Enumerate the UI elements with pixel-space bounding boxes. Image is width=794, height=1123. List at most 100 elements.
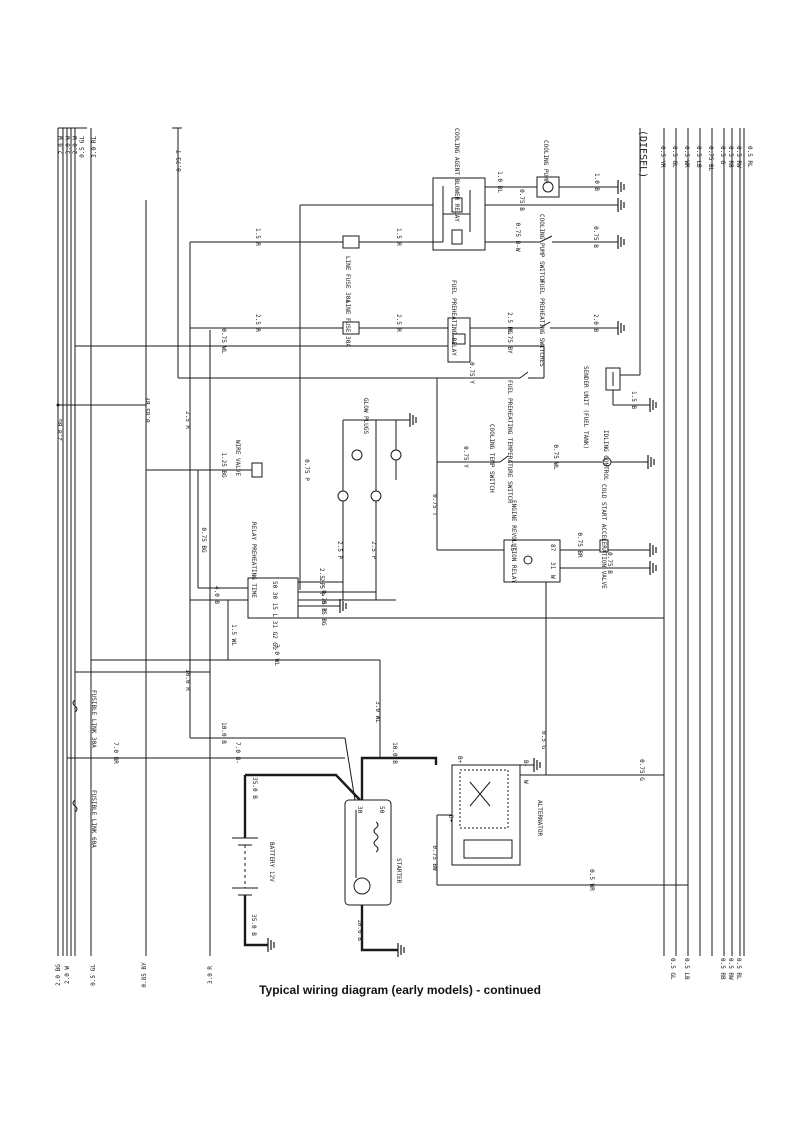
- fuel-switches-label: FUEL PREHEATING SWITCHES: [538, 280, 545, 367]
- left-bus-label: 0.5 GL: [90, 964, 97, 986]
- right-bus-label: 0.5 RB: [727, 146, 734, 168]
- sender-unit-label: SENDER UNIT (FUEL TANK): [582, 366, 589, 449]
- left-bus-label: 2.0 W: [64, 966, 71, 984]
- wire-label: 3.0 WL: [273, 644, 280, 666]
- starter-terminal: 30: [356, 806, 363, 814]
- right-bus-label: 0.5 YR: [659, 146, 666, 168]
- starter-label: STARTER: [395, 858, 402, 884]
- left-bus-label: 2.0 BG: [55, 964, 62, 986]
- wire-label: 1.5 R: [395, 228, 402, 246]
- fusible-60-label: FUSIBLE LINK 60A: [90, 790, 97, 848]
- wire-label: 7.0 BR: [112, 742, 119, 764]
- fuel-temp-switch-label: FUEL PREHEATING TEMPERATURE SWITCH: [506, 380, 513, 503]
- cooling-temp-switch-label: COOLING TEMP SWITCH: [488, 424, 495, 493]
- wire-label: 2.5 R: [395, 314, 402, 332]
- caption-text: Typical wiring diagram (early models) - …: [259, 983, 541, 997]
- relay-preheating-time: RELAY PREHEATING TIME 50 30 15 L 31 G2 G…: [247, 522, 299, 650]
- fuel-relay-label: FUEL PREHEATING RELAY: [450, 280, 457, 356]
- right-bus-label: 0.5 RW: [727, 958, 734, 980]
- fusible-link-30a: FUSIBLE LINK 30A: [72, 690, 97, 748]
- idling-control-label: IDLING CONTROL: [602, 430, 609, 481]
- wire-label: 0.75 Y: [468, 362, 475, 384]
- right-bus-label: 0.5 RL: [746, 146, 753, 168]
- relay-preheat-label: RELAY PREHEATING TIME: [250, 522, 257, 598]
- wire-label: 2.5 P: [370, 541, 377, 559]
- wire-label: 0.75 B-W: [514, 223, 521, 252]
- cooling-agent-blower-relay: COOLING AGENT BLOWER RELAY: [432, 128, 486, 251]
- line-fuse-label: LINE FUSE 30A: [344, 256, 351, 303]
- sender-unit: SENDER UNIT (FUEL TANK): [582, 366, 621, 449]
- relay-pins: 50 30 15 L 31 G2 G1: [271, 581, 278, 650]
- cooling-pump-label: COOLING PUMP: [542, 140, 549, 184]
- wire-label: 10.0 B: [391, 742, 398, 764]
- left-bus-bottom-labels: 2.0 BG 2.0 W 0.5 GL: [55, 964, 97, 986]
- left-bus-top-labels: 2.0 W 3.0 W 2.0 W 0.5 GL 3.0 RL: [58, 136, 98, 158]
- wire-label: 0.75 BY: [506, 328, 513, 354]
- terminal-label: 31: [549, 562, 556, 570]
- left-bus-label: 3.0 RL: [91, 136, 98, 158]
- wire-label: 0.75 T: [431, 494, 438, 516]
- wire-label-085by: 0.85 BY: [141, 962, 148, 988]
- wire-label: 0.75 B: [592, 226, 599, 248]
- terminal-label: W: [549, 575, 556, 579]
- line-fuse-label: LINE FUSE 30A: [344, 300, 351, 347]
- right-bus-label: 0.75 BL: [707, 146, 714, 172]
- wire-label: 0.75 Y: [462, 446, 469, 468]
- wire-label: 0.75 B: [320, 590, 327, 612]
- alternator: B+ D+ W B- ALTERNATOR: [447, 756, 543, 866]
- wire-label: 1.0 B: [593, 173, 600, 191]
- left-bus: [57, 127, 92, 956]
- wire-label: 0.75 BR: [576, 532, 583, 558]
- wire-valve-label: WIRE VALVE: [234, 440, 241, 477]
- right-bus-top-labels: 0.5 YR 0.5 GL 0.5 WR 0.5 LB 0.75 BL 0.5 …: [659, 146, 753, 172]
- starter: 30 50 STARTER: [344, 799, 402, 906]
- wire-label: 3.0 WL: [374, 701, 381, 723]
- right-bus-label: 0.5 LB: [695, 146, 702, 168]
- wire-label: 0.75 BW: [431, 845, 438, 871]
- wire-label: 0.75 B: [606, 552, 613, 574]
- wire-label: 35.0 B: [251, 777, 258, 799]
- wire-label: 10.0 B: [220, 722, 227, 744]
- cooling-pump: COOLING PUMP: [536, 140, 560, 198]
- ground-symbols: [267, 180, 657, 957]
- wire-label: 1.25 BG: [220, 452, 227, 478]
- wire-label: 1.5 B: [630, 391, 637, 409]
- wire-label: 0.75 WL: [220, 328, 227, 354]
- alt-terminal: W: [522, 780, 529, 784]
- wire-label: 10.0 R: [184, 669, 191, 691]
- wire-label: 2.5 R: [184, 411, 191, 429]
- right-bus-label: 0.5 RL: [735, 958, 742, 980]
- wire-label: 4.0 B: [213, 586, 220, 604]
- wire-label: 0.75 G: [638, 759, 645, 781]
- left-bus-label: 2.0 W: [72, 136, 79, 154]
- fusible-link-60a: FUSIBLE LINK 60A: [72, 790, 97, 848]
- wire-label-085by: 0.85 BY: [145, 397, 152, 423]
- wire-label: 0.75 WL: [552, 444, 559, 470]
- wire-label: 7.0 B-: [234, 742, 241, 764]
- battery-label: BATTERY 12V: [268, 842, 275, 882]
- wire-label: 0.5 WR: [588, 869, 595, 891]
- wire-label-30r: 3.0 R: [207, 966, 214, 984]
- terminal-label: 87: [549, 544, 556, 552]
- wire-label: 35.0 B: [250, 914, 257, 936]
- left-bus-label: 0.5 GL: [79, 136, 86, 158]
- wire-label: 2.5 R: [254, 314, 261, 332]
- starter-terminal: 50: [378, 806, 385, 814]
- glow-plugs: GLOW PLUGS: [337, 398, 410, 600]
- wire-label: 0.75 B: [518, 189, 525, 211]
- alternator-label: ALTERNATOR: [536, 800, 543, 837]
- wire-label: 1.0 BL: [496, 171, 503, 193]
- battery: BATTERY 12V: [232, 837, 275, 896]
- right-bus-bottom-labels: 0.5 GL 0.5 LB 0.5 RB 0.5 RW 0.5 RL: [669, 958, 742, 980]
- wire-label: 0.75 BG: [200, 527, 207, 553]
- wire-label-20bg: 2.0 BG: [57, 419, 64, 441]
- fuel-preheating-relay: FUEL PREHEATING RELAY: [447, 280, 471, 363]
- cold-start-label: COLD START ACCELERATION VALVE: [600, 484, 607, 589]
- engine-relay-label: ENGINE REVOLUTION RELAY: [510, 500, 517, 583]
- wire-label: 1.5 WL: [230, 624, 237, 646]
- variant-label: (DIESEL): [637, 130, 648, 178]
- wire-label: 0.75 P: [303, 459, 310, 481]
- fusible-30-label: FUSIBLE LINK 30A: [90, 690, 97, 748]
- wire-label: 2.5 P: [318, 568, 325, 586]
